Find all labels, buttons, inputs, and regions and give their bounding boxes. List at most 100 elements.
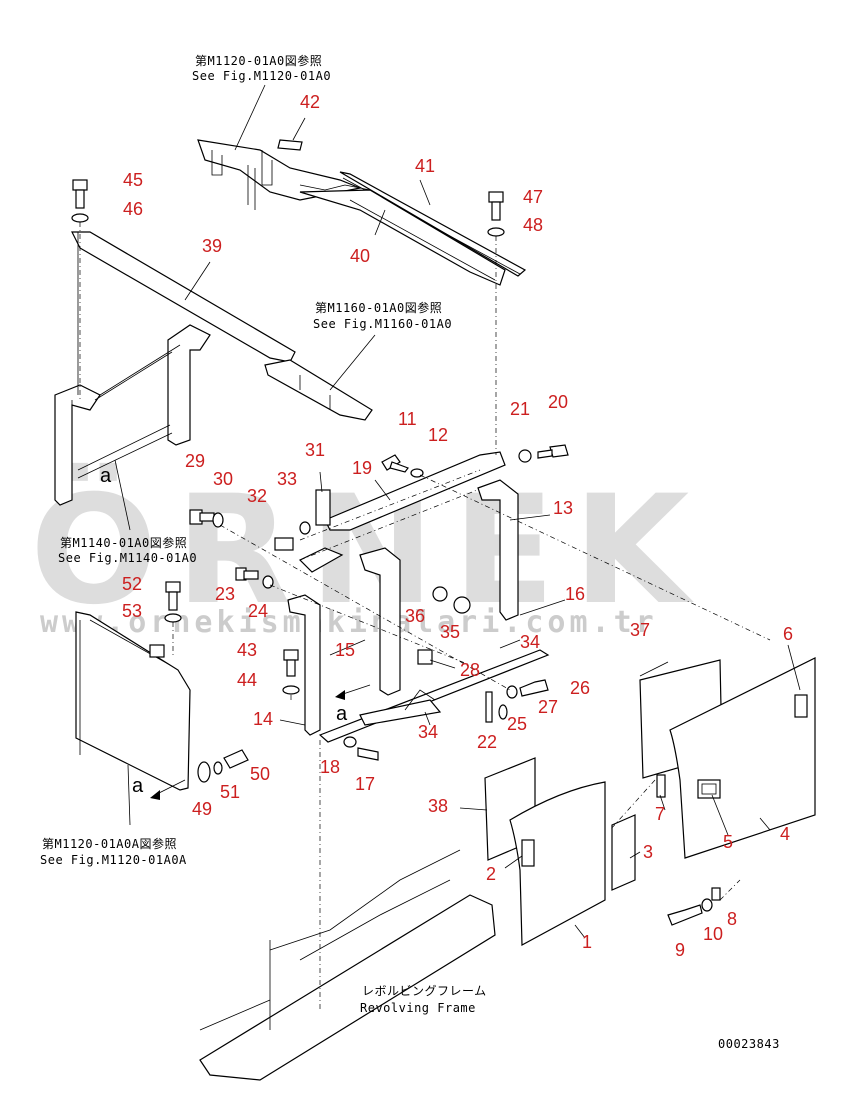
upper-frame-bracket	[197, 139, 371, 210]
part-31-bracket	[315, 489, 331, 526]
part-39-rear-frame	[54, 231, 296, 506]
ref-m1140-01a0-en: See Fig.M1140-01A0	[58, 551, 197, 565]
callout-50: 50	[250, 764, 270, 784]
watermark-url: www.ornekismakinalari.com.tr	[40, 605, 658, 640]
callout-40: 40	[350, 246, 370, 266]
part-40-channel	[299, 189, 506, 286]
bolt-20	[537, 444, 569, 459]
clip-8	[711, 887, 721, 901]
bolt-29	[189, 509, 215, 525]
washer-49	[197, 761, 211, 783]
washer-33	[299, 521, 311, 535]
callout-16: 16	[565, 584, 585, 604]
callout-20: 20	[548, 392, 568, 412]
view-mark-a: a	[336, 703, 348, 725]
pin-22	[485, 691, 493, 723]
bolt-17	[357, 747, 379, 761]
washer-10	[701, 898, 713, 912]
part-4-door	[669, 657, 816, 859]
callout-1: 1	[582, 932, 592, 952]
bolt-47	[488, 191, 504, 221]
callout-3: 3	[643, 842, 653, 862]
washer-27	[506, 685, 518, 699]
part-15-post	[359, 547, 401, 696]
callout-47: 47	[523, 187, 543, 207]
washer-44	[282, 685, 300, 695]
part-19-frame	[298, 451, 506, 573]
callout-23: 23	[215, 584, 235, 604]
revolving-frame	[199, 849, 496, 1081]
callout-24: 24	[248, 601, 268, 621]
callout-21: 21	[510, 399, 530, 419]
part-14-post	[287, 594, 321, 736]
callout-5: 5	[723, 832, 733, 852]
clip-25	[498, 704, 508, 720]
bracket-m1160	[264, 359, 373, 421]
callout-26: 26	[570, 678, 590, 698]
ref-m1120-01a0-en: See Fig.M1120-01A0	[192, 69, 331, 83]
callout-18: 18	[320, 757, 340, 777]
view-arrow-a-mid	[335, 684, 371, 700]
callout-41: 41	[415, 156, 435, 176]
callout-12: 12	[428, 425, 448, 445]
part-callouts: 1 2 3 4 5 6 7 8 9 10 11 12 13 14 15 16 1…	[122, 92, 793, 960]
callout-36: 36	[405, 606, 425, 626]
assembly-lines	[79, 222, 771, 1010]
view-mark-a: a	[132, 775, 144, 797]
ref-m1160-01a0-en: See Fig.M1160-01A0	[313, 317, 452, 331]
callout-49: 49	[192, 799, 212, 819]
washer-21	[518, 449, 532, 463]
part-28-tab	[417, 649, 433, 665]
callout-32: 32	[247, 486, 267, 506]
ref-m1120-01a0a-ja: 第M1120-01A0A図参照	[42, 836, 177, 851]
callout-22: 22	[477, 732, 497, 752]
callout-30: 30	[213, 469, 233, 489]
callout-7: 7	[655, 804, 665, 824]
callout-17: 17	[355, 774, 375, 794]
callout-25: 25	[507, 714, 527, 734]
bolt-32	[274, 537, 294, 551]
washer-53	[164, 613, 182, 623]
washer-48	[487, 227, 505, 237]
callout-39: 39	[202, 236, 222, 256]
callout-46: 46	[123, 199, 143, 219]
callout-9: 9	[675, 940, 685, 960]
ref-revolving-frame-ja: レボルビングフレーム	[362, 984, 487, 998]
callout-8: 8	[727, 909, 737, 929]
callout-28: 28	[460, 660, 480, 680]
view-letters: a a a	[100, 465, 348, 797]
callout-6: 6	[783, 624, 793, 644]
bolt-23	[235, 567, 259, 581]
callout-44: 44	[237, 670, 257, 690]
callout-19: 19	[352, 458, 372, 478]
callout-14: 14	[253, 709, 273, 729]
callout-31: 31	[305, 440, 325, 460]
ref-m1160-01a0-ja: 第M1160-01A0図参照	[315, 300, 442, 315]
view-mark-a: a	[100, 465, 112, 487]
washer-30	[212, 512, 224, 528]
callout-2: 2	[486, 864, 496, 884]
callout-11: 11	[398, 409, 417, 429]
bolt-26	[519, 679, 549, 697]
view-arrow-a-left	[150, 779, 186, 800]
callout-52: 52	[122, 574, 142, 594]
callout-37: 37	[630, 620, 650, 640]
callout-10: 10	[703, 924, 723, 944]
part-42-pad	[277, 139, 303, 151]
callout-33: 33	[277, 469, 297, 489]
ref-m1140-01a0-ja: 第M1140-01A0図参照	[60, 535, 187, 550]
bolt-9	[667, 904, 703, 926]
callout-29: 29	[185, 451, 205, 471]
washer-24	[262, 575, 274, 589]
washer-46	[71, 213, 89, 223]
callout-51: 51	[220, 782, 240, 802]
callout-35: 35	[440, 622, 460, 642]
callout-13: 13	[553, 498, 573, 518]
callout-45: 45	[123, 170, 143, 190]
callout-42: 42	[300, 92, 320, 112]
drawing-number: 00023843	[718, 1037, 780, 1051]
part-3-seal	[611, 814, 636, 891]
ref-m1120-01a0a-en: See Fig.M1120-01A0A	[40, 853, 187, 867]
bolt-11	[381, 454, 409, 473]
